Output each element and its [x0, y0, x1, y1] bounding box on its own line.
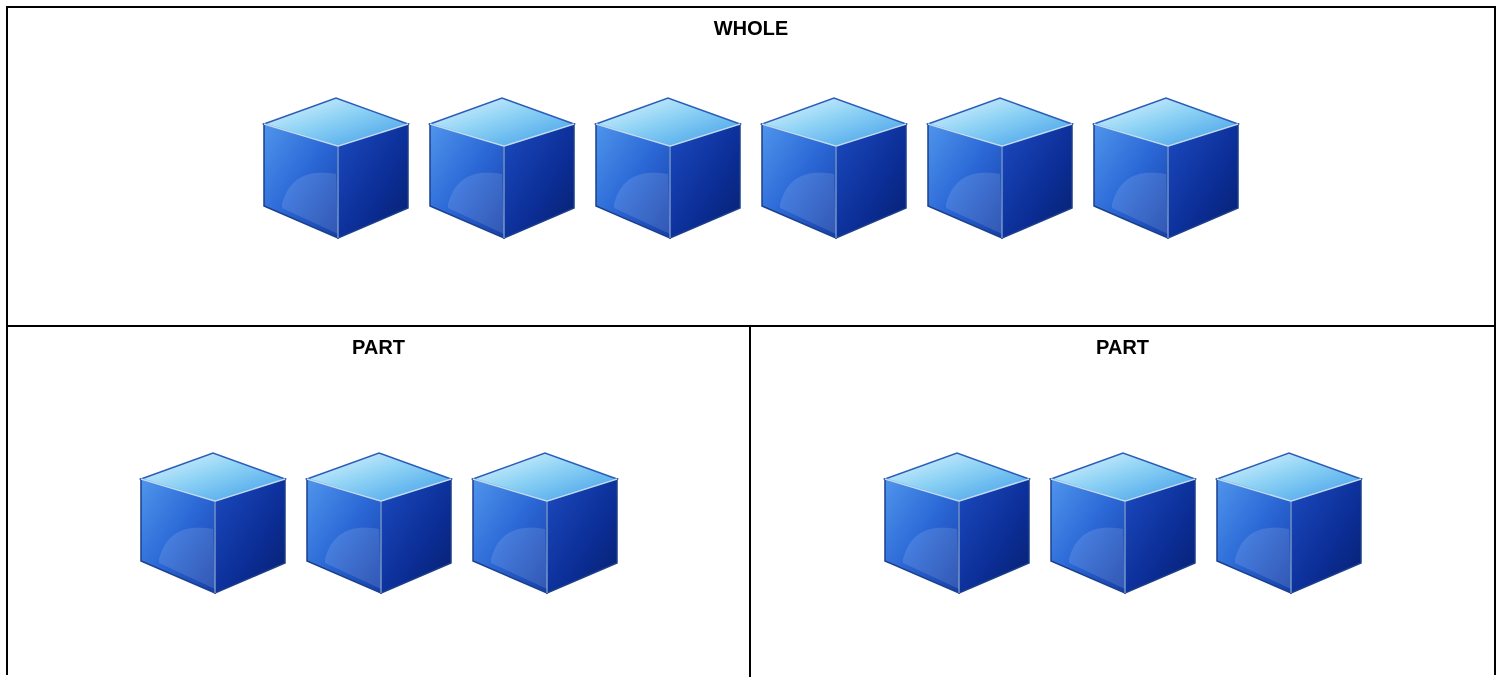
whole-cube-row: [8, 96, 1494, 240]
blue-cube-icon: [883, 451, 1031, 595]
blue-cube-icon: [262, 96, 410, 240]
blue-cube-icon: [1049, 451, 1197, 595]
blue-cube-icon: [1092, 96, 1240, 240]
blue-cube-icon: [926, 96, 1074, 240]
part-left-cube-row: [8, 451, 749, 595]
part-whole-table: WHOLE PART PART: [6, 6, 1496, 675]
blue-cube-icon: [594, 96, 742, 240]
blue-cube-icon: [139, 451, 287, 595]
part-label-left: PART: [8, 337, 749, 360]
blue-cube-icon: [428, 96, 576, 240]
whole-label: WHOLE: [8, 18, 1494, 41]
part-cell-right: PART: [751, 327, 1494, 677]
blue-cube-icon: [305, 451, 453, 595]
whole-cell: WHOLE: [8, 8, 1494, 327]
part-cell-left: PART: [8, 327, 751, 677]
blue-cube-icon: [760, 96, 908, 240]
part-label-right: PART: [751, 337, 1494, 360]
blue-cube-icon: [1215, 451, 1363, 595]
part-right-cube-row: [751, 451, 1494, 595]
blue-cube-icon: [471, 451, 619, 595]
